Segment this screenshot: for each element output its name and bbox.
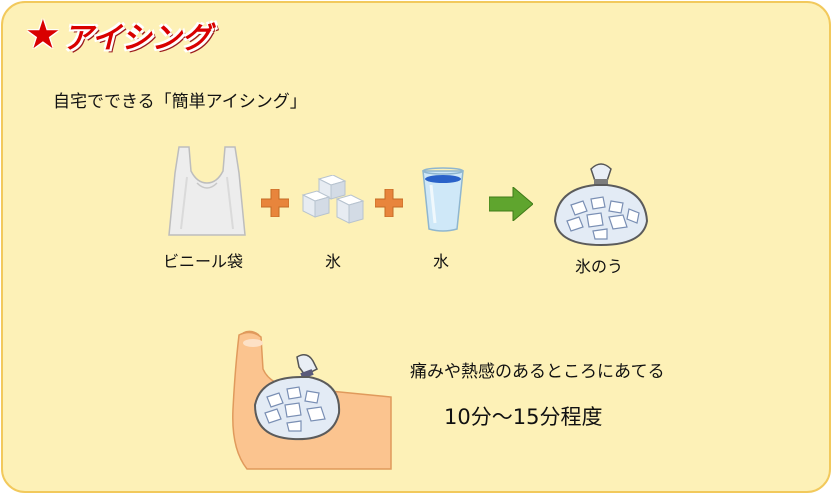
duration-text: 10分～15分程度 <box>444 405 603 429</box>
water-glass-icon <box>422 167 464 232</box>
plus-icon <box>261 189 289 217</box>
ice-pack-icon <box>553 163 649 247</box>
bag-label: ビニール袋 <box>163 252 244 271</box>
icepack-label: 氷のう <box>575 257 624 276</box>
title-block: ★ アイシング <box>25 13 211 57</box>
ice-cubes-icon <box>301 175 365 224</box>
water-label: 水 <box>433 252 450 271</box>
plastic-bag-icon <box>168 146 246 236</box>
plus-icon-2 <box>375 189 403 217</box>
arrow-right-icon <box>489 187 533 221</box>
page-title: アイシング <box>62 21 212 56</box>
ice-label: 氷 <box>325 252 342 271</box>
ice-pack-on-foot-icon <box>253 354 341 441</box>
instruction-text: 痛みや熱感のあるところにあてる <box>410 362 665 382</box>
star-icon: ★ <box>25 12 61 58</box>
subtitle: 自宅でできる「簡単アイシング」 <box>53 92 307 112</box>
